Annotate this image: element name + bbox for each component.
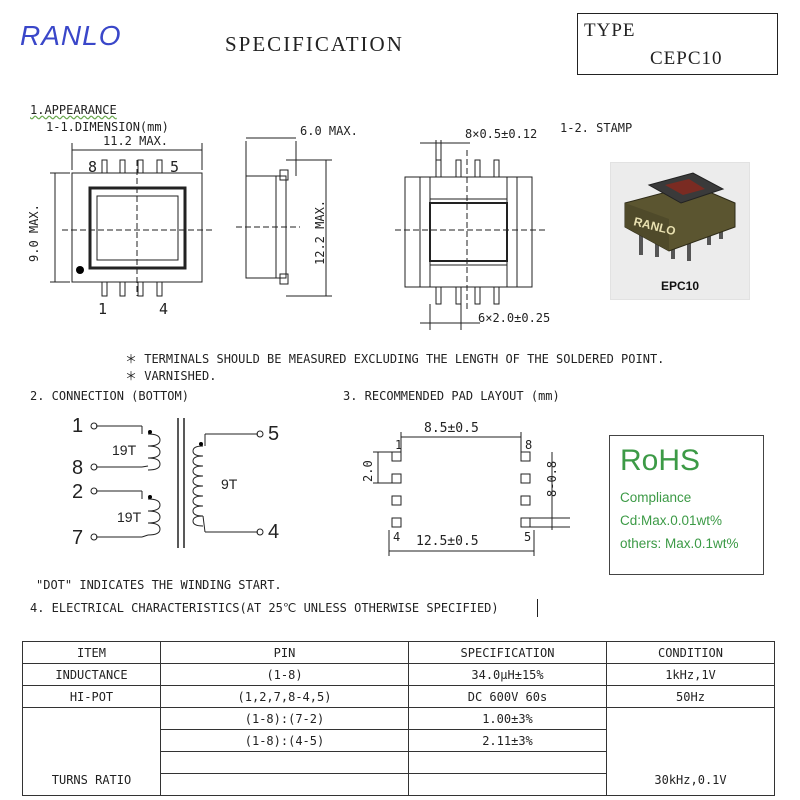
table-row: INDUCTANCE (1-8) 34.0μH±15% 1kHz,1V [22, 663, 775, 686]
cell-spec: 2.11±3% [408, 729, 607, 752]
brand-logo: RANLO [20, 20, 122, 51]
turns-label-c: 9T [221, 476, 238, 492]
rohs-title: RoHS [620, 444, 701, 477]
cell-cond: 1kHz,1V [606, 663, 775, 686]
cell-item: INDUCTANCE [22, 663, 161, 686]
note-varnished: ＊ VARNISHED. [125, 369, 217, 383]
cell-spec: DC 600V 60s [408, 685, 607, 708]
stamp-photo: RANLO EPC10 [610, 162, 750, 300]
dim-pin-top-label: 8×0.5±0.12 [465, 127, 538, 141]
rohs-badge: RoHS Compliance Cd:Max.0.01wt% others: M… [609, 435, 764, 575]
electrical-table: ITEM PIN SPECIFICATION CONDITION INDUCTA… [22, 641, 775, 796]
rohs-cd-limit: Cd:Max.0.01wt% [620, 513, 723, 528]
cell-pin: (1-8):(4-5) [160, 729, 409, 752]
dim-side-width-label: 6.0 MAX. [300, 124, 358, 138]
table-row: TURNS RATIO (1-8):(7-2) 1.00±3% 30kHz,0.… [22, 707, 775, 796]
rohs-compliance: Compliance [620, 490, 692, 505]
pad-pin-5: 5 [524, 530, 532, 544]
col-specification: SPECIFICATION [408, 641, 607, 664]
pad-pin-1: 1 [395, 438, 403, 452]
dot-note: "DOT" INDICATES THE WINDING START. [36, 578, 282, 592]
dim-width-label: 11.2 MAX. [103, 134, 169, 148]
dim-height-label: 9.0 MAX. [27, 204, 41, 262]
turns-label-b: 19T [117, 509, 142, 525]
cell-pin [160, 751, 409, 774]
cell-spec: 34.0μH±15% [408, 663, 607, 686]
pad-dim-left: 2.0 [361, 460, 375, 482]
cell-spec [408, 751, 607, 774]
note-terminals: ＊ TERMINALS SHOULD BE MEASURED EXCLUDING… [125, 352, 665, 366]
conn-pin-1: 1 [72, 415, 84, 437]
pin-1-label: 1 [98, 300, 108, 318]
col-pin: PIN [160, 641, 409, 664]
electrical-heading: 4. ELECTRICAL CHARACTERISTICS(AT 25℃ UNL… [30, 601, 499, 615]
dim-pin-bottom-label: 6×2.0±0.25 [478, 311, 551, 325]
conn-pin-7: 7 [72, 527, 84, 549]
cell-spec [408, 773, 607, 796]
pad-layout-heading: 3. RECOMMENDED PAD LAYOUT (mm) [343, 389, 560, 403]
pad-dim-bottom: 12.5±0.5 [416, 534, 479, 549]
type-box: TYPE CEPC10 [577, 13, 778, 75]
conn-pin-5: 5 [268, 423, 280, 445]
table-header-row: ITEM PIN SPECIFICATION CONDITION [22, 641, 775, 664]
conn-pin-8: 8 [72, 457, 84, 479]
type-value: CEPC10 [650, 48, 723, 69]
page-title: SPECIFICATION [225, 32, 404, 56]
pad-dim-top: 8.5±0.5 [424, 421, 479, 436]
cell-spec: 1.00±3% [408, 707, 607, 730]
cell-cond: 50Hz [606, 685, 775, 708]
table-row [23, 773, 775, 796]
dim-side-height-label: 12.2 MAX. [313, 199, 327, 265]
turns-label-a: 19T [112, 442, 137, 458]
stamp-heading: 1-2. STAMP [560, 121, 633, 135]
pad-pin-4: 4 [393, 530, 401, 544]
appearance-heading: 1.APPEARANCE [30, 103, 117, 117]
cell-pin: (1-8) [160, 663, 409, 686]
stamp-label: EPC10 [660, 279, 700, 293]
cell-item: TURNS RATIO [22, 707, 161, 796]
conn-pin-4: 4 [268, 521, 280, 543]
dimension-heading: 1-1.DIMENSION(mm) [46, 120, 169, 134]
rohs-others-limit: others: Max.0.1wt% [620, 536, 739, 551]
pin-5-label: 5 [170, 158, 180, 176]
type-label: TYPE [584, 20, 636, 41]
pad-dim-right: 8-0.8 [545, 460, 559, 497]
cell-cond: 30kHz,0.1V [606, 707, 775, 796]
pad-pin-8: 8 [525, 438, 533, 452]
cell-item: HI-POT [22, 685, 161, 708]
col-condition: CONDITION [606, 641, 775, 664]
cell-pin [160, 773, 409, 796]
cell-pin: (1,2,7,8-4,5) [160, 685, 409, 708]
table-row: HI-POT (1,2,7,8-4,5) DC 600V 60s 50Hz [22, 685, 775, 708]
pin-4-label: 4 [159, 300, 169, 318]
connection-heading: 2. CONNECTION (BOTTOM) [30, 389, 189, 403]
conn-pin-2: 2 [72, 481, 84, 503]
col-item: ITEM [22, 641, 161, 664]
text-cursor [537, 599, 538, 617]
cell-pin: (1-8):(7-2) [160, 707, 409, 730]
pin-8-label: 8 [88, 158, 98, 176]
component-image: RANLO [624, 172, 736, 261]
